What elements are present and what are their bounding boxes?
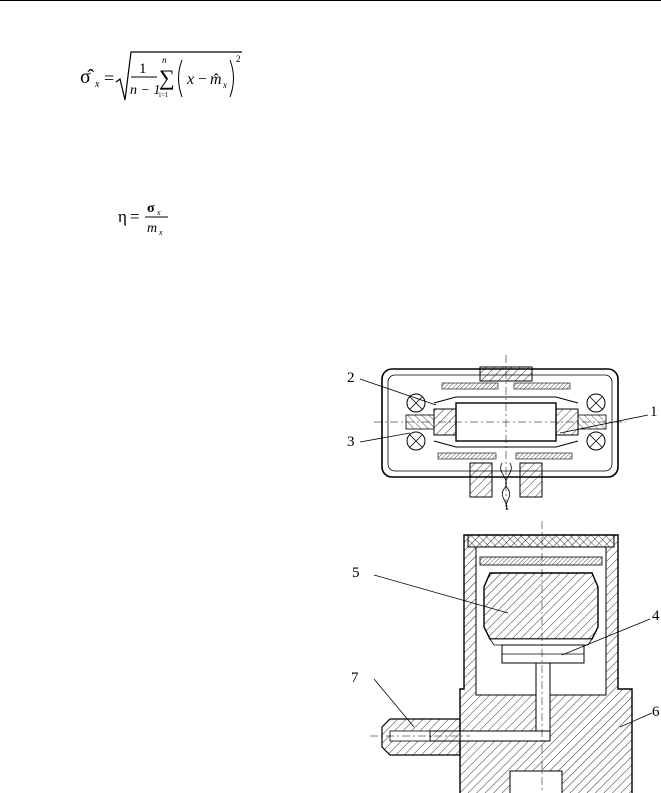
leader-1 [559, 414, 649, 434]
bearing-top-left [406, 393, 426, 413]
sigma-subscript: x [94, 79, 100, 90]
eta-symbol: η [118, 207, 127, 226]
leader-4 [561, 618, 651, 656]
sigma-estimate-formula: σ̂ x = 1 n − 1 n ∑ i=1 x − m̂ x 2 [80, 51, 242, 101]
eta-numerator: σ [147, 201, 155, 216]
sensor-assembly-drawing [370, 521, 653, 793]
sigma-symbol: σ̂ [80, 66, 95, 88]
vertical-channel [535, 662, 551, 738]
equals-sign: = [130, 207, 140, 226]
upper-spring-plate [479, 556, 603, 566]
fraction-numerator: 1 [139, 61, 147, 77]
radical-sign [115, 51, 242, 101]
term-m: m̂ [210, 71, 222, 88]
upper-left-coil [441, 382, 499, 390]
leader-5 [373, 574, 509, 614]
inertial-mass [483, 572, 599, 640]
eta-denominator-subscript: x [158, 228, 163, 237]
page-top-rule [0, 0, 661, 1]
leader-2 [359, 378, 437, 406]
callout-2: 2 [347, 370, 355, 386]
right-paren [229, 59, 234, 98]
upper-right-coil [513, 382, 571, 390]
term-x: x [186, 71, 194, 88]
sum-upper-limit: n [162, 55, 167, 65]
eta-formula: η = σ x m x [118, 201, 168, 237]
lower-right-coil [515, 452, 573, 460]
leader-3 [359, 432, 411, 443]
sum-lower-limit: i=1 [159, 91, 169, 99]
bottom-recess [509, 770, 563, 793]
summation-sign: ∑ [159, 65, 175, 90]
callout-7: 7 [351, 670, 359, 686]
eta-denominator: m [147, 221, 157, 236]
bearing-top-right [586, 393, 606, 413]
upper-membrane [433, 396, 579, 404]
cable-outlet-left [469, 462, 493, 498]
housing-lid [467, 534, 615, 548]
bearing-bottom-left [406, 431, 426, 451]
lower-left-coil [437, 452, 497, 460]
callout-5: 5 [352, 565, 360, 581]
square-exponent: 2 [236, 54, 241, 64]
cable-outlet-right [519, 462, 543, 498]
eta-numerator-subscript: x [156, 208, 161, 217]
fraction-denominator: n − 1 [130, 83, 160, 98]
callout-6: 6 [652, 704, 660, 720]
callout-3: 3 [347, 434, 355, 450]
callout-1: 1 [650, 404, 658, 420]
mass-base [489, 638, 593, 646]
left-paren [178, 59, 183, 98]
equals-sign: = [104, 68, 114, 88]
bearing-bottom-right [586, 431, 606, 451]
callout-4: 4 [652, 608, 660, 624]
leader-7 [373, 678, 415, 728]
sensor-cross-section-drawing [359, 355, 649, 510]
term-m-subscript: x [222, 80, 227, 90]
leader-6 [619, 712, 653, 728]
minus-sign: − [198, 71, 207, 88]
